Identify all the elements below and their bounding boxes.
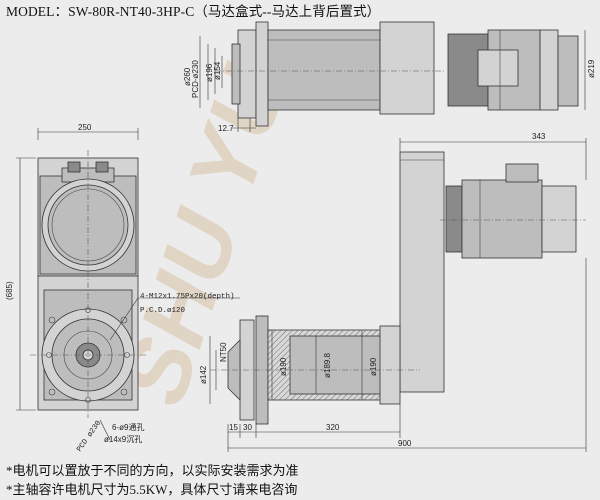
dim-pcd230: PCD-ø230 [191, 60, 200, 98]
front-view [16, 128, 240, 441]
dim-d190a: ø190 [279, 357, 288, 376]
dim-holes1: 6-ø9通孔 [112, 422, 144, 432]
dim-pcd120: P.C.D.ø120 [140, 307, 186, 315]
page-title: MODEL：SW-80R-NT40-3HP-C（马达盒式--马达上背后置式） [6, 4, 381, 19]
dim-d1898: ø189.8 [323, 353, 332, 378]
dim-d219: ø219 [587, 59, 596, 78]
dim-w320: 320 [326, 423, 340, 432]
dim-w30: 30 [243, 423, 252, 432]
side-view [209, 138, 587, 452]
dim-d196: ø196 [205, 63, 214, 82]
dim-d142: ø142 [199, 365, 208, 384]
dim-w15: 15 [229, 423, 238, 432]
dim-w343: 343 [532, 132, 546, 141]
note-2: *主轴容许电机尺寸为5.5KW，具体尺寸请来电咨询 [6, 482, 298, 497]
dim-w127: 12.7 [218, 124, 234, 133]
dim-pcd230b: PCD ø230 [76, 419, 103, 453]
dim-thread: 4-M12x1.75Px20(depth) [140, 293, 235, 301]
dim-d154: ø154 [213, 61, 222, 80]
notes: *电机可以置放于不同的方向，以实际安装需求为准 *主轴容许电机尺寸为5.5KW，… [6, 461, 299, 499]
dim-nt50: NT50 [219, 342, 228, 362]
dim-w900: 900 [398, 439, 412, 448]
dim-w250: 250 [78, 123, 92, 132]
dim-h685: (685) [5, 281, 14, 300]
top-view [199, 21, 586, 132]
dim-holes2: ø14x9沉孔 [104, 435, 142, 444]
dim-d190b: ø190 [369, 357, 378, 376]
note-1: *电机可以置放于不同的方向，以实际安装需求为准 [6, 463, 299, 478]
dim-d260: ø260 [183, 67, 192, 86]
